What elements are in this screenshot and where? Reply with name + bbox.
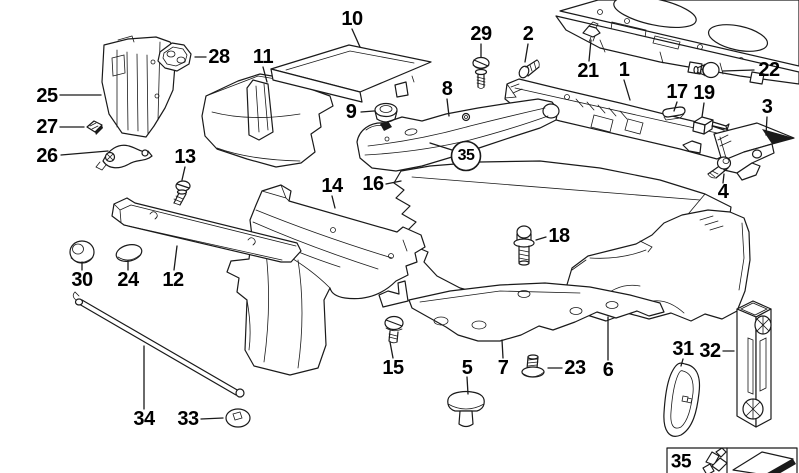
callout-2[interactable]: 2 [522,23,534,45]
part-11-drawing [201,73,334,168]
part-3-drawing [713,122,795,181]
legend-box [666,447,798,473]
part-22-drawing [693,61,720,79]
callout-14[interactable]: 14 [321,175,343,197]
part-30-drawing [69,240,95,264]
part-31-drawing [663,362,701,437]
callout-34[interactable]: 34 [133,408,155,430]
part-19-drawing [692,116,730,135]
circled-callout-ring[interactable] [450,140,482,172]
callout-29[interactable]: 29 [470,23,492,45]
part-34-drawing [72,291,245,398]
callout-17[interactable]: 17 [666,81,688,103]
part-13-drawing [173,180,191,206]
callout-26[interactable]: 26 [36,145,58,167]
callout-13[interactable]: 13 [174,146,196,168]
part-27-drawing [86,120,103,135]
callout-15[interactable]: 15 [382,357,404,379]
callout-21[interactable]: 21 [577,60,599,82]
legend-clip-icon [702,447,728,473]
part-25-drawing [101,35,177,138]
part-24-drawing [115,244,143,262]
part-26-drawing [95,144,153,171]
part-10-drawing [270,44,432,103]
callout-33[interactable]: 33 [177,408,199,430]
callout-24[interactable]: 24 [117,269,139,291]
callout-3[interactable]: 3 [761,96,773,118]
part-7-drawing [408,282,665,342]
callout-31[interactable]: 31 [672,338,694,360]
callout-11[interactable]: 11 [252,46,274,68]
part-18-drawing [513,225,535,266]
rear-shelf-drawing [555,0,799,85]
part-2-drawing [518,59,540,79]
callout-35-circled[interactable]: 35 [457,147,475,164]
callout-23[interactable]: 23 [564,357,586,379]
callout-32[interactable]: 32 [699,340,721,362]
part-23-drawing [521,354,545,378]
part-4-drawing [707,156,732,179]
callout-4[interactable]: 4 [717,181,729,203]
callout-6[interactable]: 6 [602,359,614,381]
callout-10[interactable]: 10 [341,8,363,30]
part-21-drawing [582,21,601,43]
callout-5[interactable]: 5 [461,357,473,379]
callout-19[interactable]: 19 [693,82,715,104]
part-5-drawing [447,390,485,428]
part-8-drawing [356,98,560,172]
callout-7[interactable]: 7 [497,357,509,379]
part-28-drawing [157,42,192,72]
part-29-drawing [472,56,490,89]
part-17-drawing [662,106,686,121]
leader-lines [59,28,768,420]
callout-30[interactable]: 30 [71,269,93,291]
callout-16[interactable]: 16 [362,173,384,195]
callout-25[interactable]: 25 [36,85,58,107]
callout-1[interactable]: 1 [618,59,630,81]
legend-arrow-icon [732,451,796,473]
part-15-drawing [384,315,404,344]
callout-28[interactable]: 28 [208,46,230,68]
callout-22[interactable]: 22 [758,59,780,81]
callout-18[interactable]: 18 [548,225,570,247]
callout-9[interactable]: 9 [345,101,357,123]
legend-ref-label[interactable]: 35 [670,451,692,473]
part-12-drawing [111,197,302,263]
callout-27[interactable]: 27 [36,116,58,138]
part-33-drawing [225,408,251,428]
part-14-drawing [226,184,426,376]
part-9-drawing [374,102,398,123]
callout-12[interactable]: 12 [162,269,184,291]
part-32-drawing [736,300,772,428]
callout-8[interactable]: 8 [441,78,453,100]
